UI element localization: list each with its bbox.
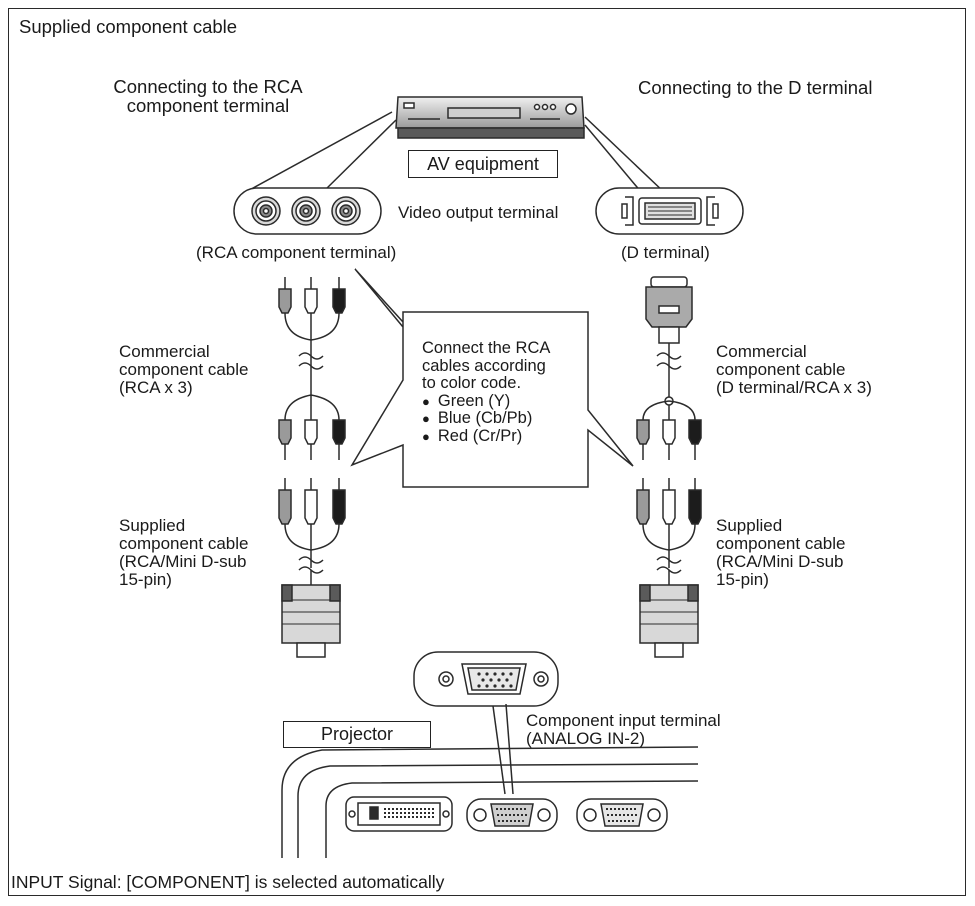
right-supplied-line-1: Supplied: [716, 516, 783, 535]
callout-line: Connect the RCA: [422, 339, 551, 357]
av-equipment-label: AV equipment: [408, 150, 558, 178]
diagram-title: Supplied component cable: [19, 16, 238, 37]
callout-bullet-blue: Blue (Cb/Pb): [422, 409, 550, 428]
component-input-port-bubble: [413, 651, 559, 707]
rca-jack-icon: [291, 196, 321, 226]
mini-dsub-plug-icon: [281, 584, 341, 658]
left-supplied-line-4: 15-pin): [119, 570, 172, 589]
rca-jack-icon: [251, 196, 281, 226]
right-commercial-line-1: Commercial: [716, 342, 807, 361]
right-heading: Connecting to the D terminal: [638, 77, 873, 98]
right-supplied-line-2: component cable: [716, 534, 846, 553]
component-input-line-2: (ANALOG IN-2): [526, 729, 646, 748]
av-equipment-device: [395, 96, 585, 139]
footer-note: INPUT Signal: [COMPONENT] is selected au…: [11, 872, 445, 892]
mini-dsub-plug-icon: [639, 584, 699, 658]
callout-bullet-green: Green (Y): [422, 392, 550, 411]
right-supplied-cable: [636, 478, 702, 658]
video-output-label: Video output terminal: [398, 203, 559, 222]
left-supplied-line-1: Supplied: [119, 516, 186, 535]
component-input-line-1: Component input terminal: [526, 711, 721, 730]
right-commercial-line-3: (D terminal/RCA x 3): [716, 378, 872, 397]
left-supplied-line-2: component cable: [119, 534, 249, 553]
left-heading-line-1: Connecting to the RCA: [113, 76, 303, 97]
d-terminal-panel: [595, 187, 744, 235]
rca-jack-icon: [331, 196, 361, 226]
left-supplied-cable: [278, 478, 346, 658]
left-commercial-line-3: (RCA x 3): [119, 378, 193, 397]
left-supplied-line-3: (RCA/Mini D-sub: [119, 552, 247, 571]
right-supplied-line-3: (RCA/Mini D-sub: [716, 552, 844, 571]
left-commercial-line-2: component cable: [119, 360, 249, 379]
callout-text: Connect the RCA cables according to colo…: [422, 339, 551, 446]
projector-body: [281, 746, 699, 858]
callout-line: to color code.: [422, 374, 522, 392]
right-commercial-line-2: component cable: [716, 360, 846, 379]
right-commercial-cable: [636, 276, 702, 460]
d-terminal-label: (D terminal): [621, 243, 710, 262]
rca-terminal-label: (RCA component terminal): [196, 243, 397, 262]
diagram-frame: [8, 8, 966, 896]
left-commercial-cable: [278, 277, 346, 460]
projector-label: Projector: [283, 721, 431, 748]
right-supplied-line-4: 15-pin): [716, 570, 769, 589]
callout-bullet-red: Red (Cr/Pr): [422, 427, 550, 446]
left-heading-line-2: component terminal: [126, 95, 290, 116]
left-commercial-line-1: Commercial: [119, 342, 210, 361]
rca-terminal-panel: [233, 187, 382, 235]
callout-line: cables according: [422, 356, 546, 375]
